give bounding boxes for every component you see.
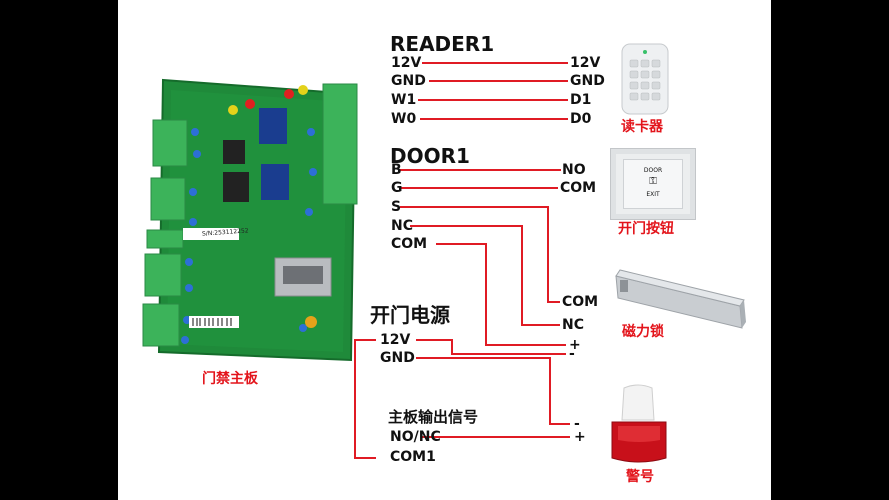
exit-button-face-bottom: EXIT	[646, 191, 660, 198]
lock-pin-nc: NC	[562, 317, 584, 333]
reader-dev-d0: D0	[570, 111, 592, 127]
wiring-lines	[354, 62, 570, 459]
magnetic-lock-caption: 磁力锁	[622, 324, 664, 340]
power-title: 开门电源	[370, 303, 450, 327]
wire-12v-com1	[354, 339, 376, 459]
control-board	[142, 78, 358, 362]
reader-pin-w1: W1	[391, 92, 417, 108]
power-pin-gnd: GND	[380, 350, 415, 366]
alarm-plus: +	[574, 429, 586, 445]
key-icon: ⚿	[649, 176, 657, 187]
alarm-caption: 警号	[626, 469, 654, 485]
reader-dev-d1: D1	[570, 92, 592, 108]
board-caption: 门禁主板	[202, 371, 258, 387]
door-pin-s: S	[391, 199, 402, 215]
exit-button-face-top: DOOR	[643, 167, 663, 174]
output-pin-nonc: NO/NC	[390, 429, 441, 445]
button-pin-com: COM	[560, 180, 597, 196]
wire-12v-minus	[416, 339, 566, 355]
output-title: 主板输出信号	[388, 408, 479, 426]
alarm-siren-image	[611, 384, 667, 463]
card-reader-image	[621, 43, 669, 115]
lock-power-minus: -	[569, 346, 575, 362]
output-pin-com1: COM1	[390, 449, 436, 465]
wire-nc-lock-nc	[410, 225, 560, 326]
door-pin-com: COM	[391, 236, 428, 252]
reader-pin-12v: 12V	[391, 55, 422, 71]
reader-dev-gnd: GND	[570, 73, 605, 89]
door-pin-nc: NC	[391, 218, 413, 234]
exit-button-image: DOOR ⚿ EXIT	[610, 148, 696, 220]
wire-s-lock-com	[400, 206, 560, 303]
door-pin-g: G	[391, 180, 403, 196]
wiring-diagram: S/N:253112252 门禁主板 READER1 12V GND W1 W0…	[118, 0, 771, 500]
wire-gnd-alarm-minus	[416, 357, 570, 425]
card-reader-caption: 读卡器	[621, 119, 663, 135]
alarm-minus: -	[574, 416, 580, 432]
door-title: DOOR1	[390, 144, 470, 168]
reader-pin-w0: W0	[391, 111, 417, 127]
reader-dev-12v: 12V	[570, 55, 601, 71]
lock-pin-com: COM	[562, 294, 599, 310]
button-pin-no: NO	[562, 162, 586, 178]
reader-pin-gnd: GND	[391, 73, 426, 89]
door-pin-b: B	[391, 162, 402, 178]
lock-power-plus: +	[569, 337, 581, 353]
power-pin-12v: 12V	[380, 332, 411, 348]
magnetic-lock-image	[615, 269, 746, 329]
wire-com-plus	[436, 243, 566, 346]
reader-title: READER1	[390, 32, 495, 56]
exit-button-caption: 开门按钮	[618, 221, 674, 237]
